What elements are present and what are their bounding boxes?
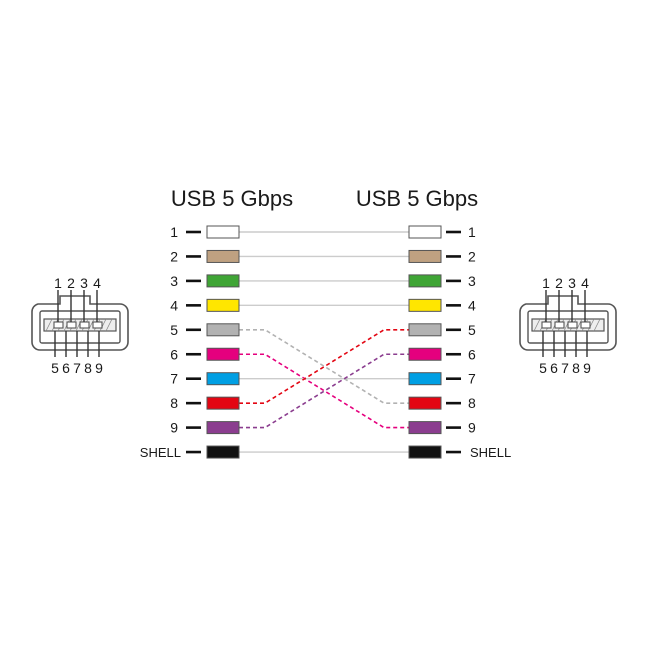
left-wire-swatch-8 (206, 396, 240, 410)
left-wire-swatch-2 (206, 249, 240, 263)
left-pin-label-shell: SHELL (140, 445, 181, 460)
left-pin-label-1: 1 (170, 224, 178, 240)
left-connector-pin-1: 1 (54, 275, 62, 291)
left-wire-swatch-9 (206, 421, 240, 435)
wire-5 (239, 329, 409, 404)
right-wire-swatch-8 (408, 396, 442, 410)
left-pin-label-7: 7 (170, 371, 178, 387)
left-connector-pin-2: 2 (67, 275, 75, 291)
left-connector-pin-9: 9 (95, 360, 103, 376)
right-pin-label-5: 5 (468, 322, 476, 338)
left-wire-swatch-3 (206, 274, 240, 288)
left-connector-body (31, 290, 129, 357)
right-wire-swatch-5 (408, 323, 442, 337)
right-pin-label-6: 6 (468, 346, 476, 362)
right-title: USB 5 Gbps (356, 186, 478, 211)
left-pin-label-6: 6 (170, 346, 178, 362)
left-connector-pin-6: 6 (62, 360, 70, 376)
left-wire-swatch-5 (206, 323, 240, 337)
right-pin-label-8: 8 (468, 395, 476, 411)
left-connector-pin-4: 4 (93, 275, 101, 291)
right-pin-label-3: 3 (468, 273, 476, 289)
right-pin-label-shell: SHELL (470, 445, 511, 460)
wire-9 (239, 353, 409, 429)
right-connector-pin-4: 4 (581, 275, 589, 291)
left-wire-swatch-4 (206, 298, 240, 312)
right-connector-pin-2: 2 (555, 275, 563, 291)
right-connector-pin-6: 6 (550, 360, 558, 376)
wire-paths (239, 231, 409, 453)
right-connector-pin-8: 8 (572, 360, 580, 376)
right-pin-label-2: 2 (468, 248, 476, 264)
right-connector-pin-3: 3 (568, 275, 576, 291)
right-wire-swatch-9 (408, 421, 442, 435)
right-wire-swatch-7 (408, 372, 442, 386)
wire-8 (239, 329, 409, 404)
left-connector-pin-7: 7 (73, 360, 81, 376)
left-connector-pin-5: 5 (51, 360, 59, 376)
left-pin-label-3: 3 (170, 273, 178, 289)
right-wire-swatch-3 (408, 274, 442, 288)
left-wire-swatch-7 (206, 372, 240, 386)
left-wire-swatch-6 (206, 347, 240, 361)
right-wire-swatch-4 (408, 298, 442, 312)
left-pin-label-9: 9 (170, 420, 178, 436)
left-wire-swatch-shell (206, 445, 240, 459)
left-pin-label-4: 4 (170, 297, 178, 313)
right-wire-swatch-1 (408, 225, 442, 239)
right-wire-swatch-6 (408, 347, 442, 361)
left-wire-swatch-1 (206, 225, 240, 239)
left-pin-label-2: 2 (170, 248, 178, 264)
wire-6 (239, 353, 409, 429)
right-wire-swatch-2 (408, 249, 442, 263)
left-connector-pin-3: 3 (80, 275, 88, 291)
right-connector-pin-5: 5 (539, 360, 547, 376)
right-connector-pin-7: 7 (561, 360, 569, 376)
right-pin-label-4: 4 (468, 297, 476, 313)
right-connector-pin-1: 1 (542, 275, 550, 291)
right-connector-body (519, 290, 617, 357)
right-pin-label-9: 9 (468, 420, 476, 436)
left-connector-pin-8: 8 (84, 360, 92, 376)
right-wire-swatch-shell (408, 445, 442, 459)
left-pin-label-5: 5 (170, 322, 178, 338)
right-pin-label-1: 1 (468, 224, 476, 240)
right-pin-label-7: 7 (468, 371, 476, 387)
left-title: USB 5 Gbps (171, 186, 293, 211)
right-connector-pin-9: 9 (583, 360, 591, 376)
left-pin-label-8: 8 (170, 395, 178, 411)
